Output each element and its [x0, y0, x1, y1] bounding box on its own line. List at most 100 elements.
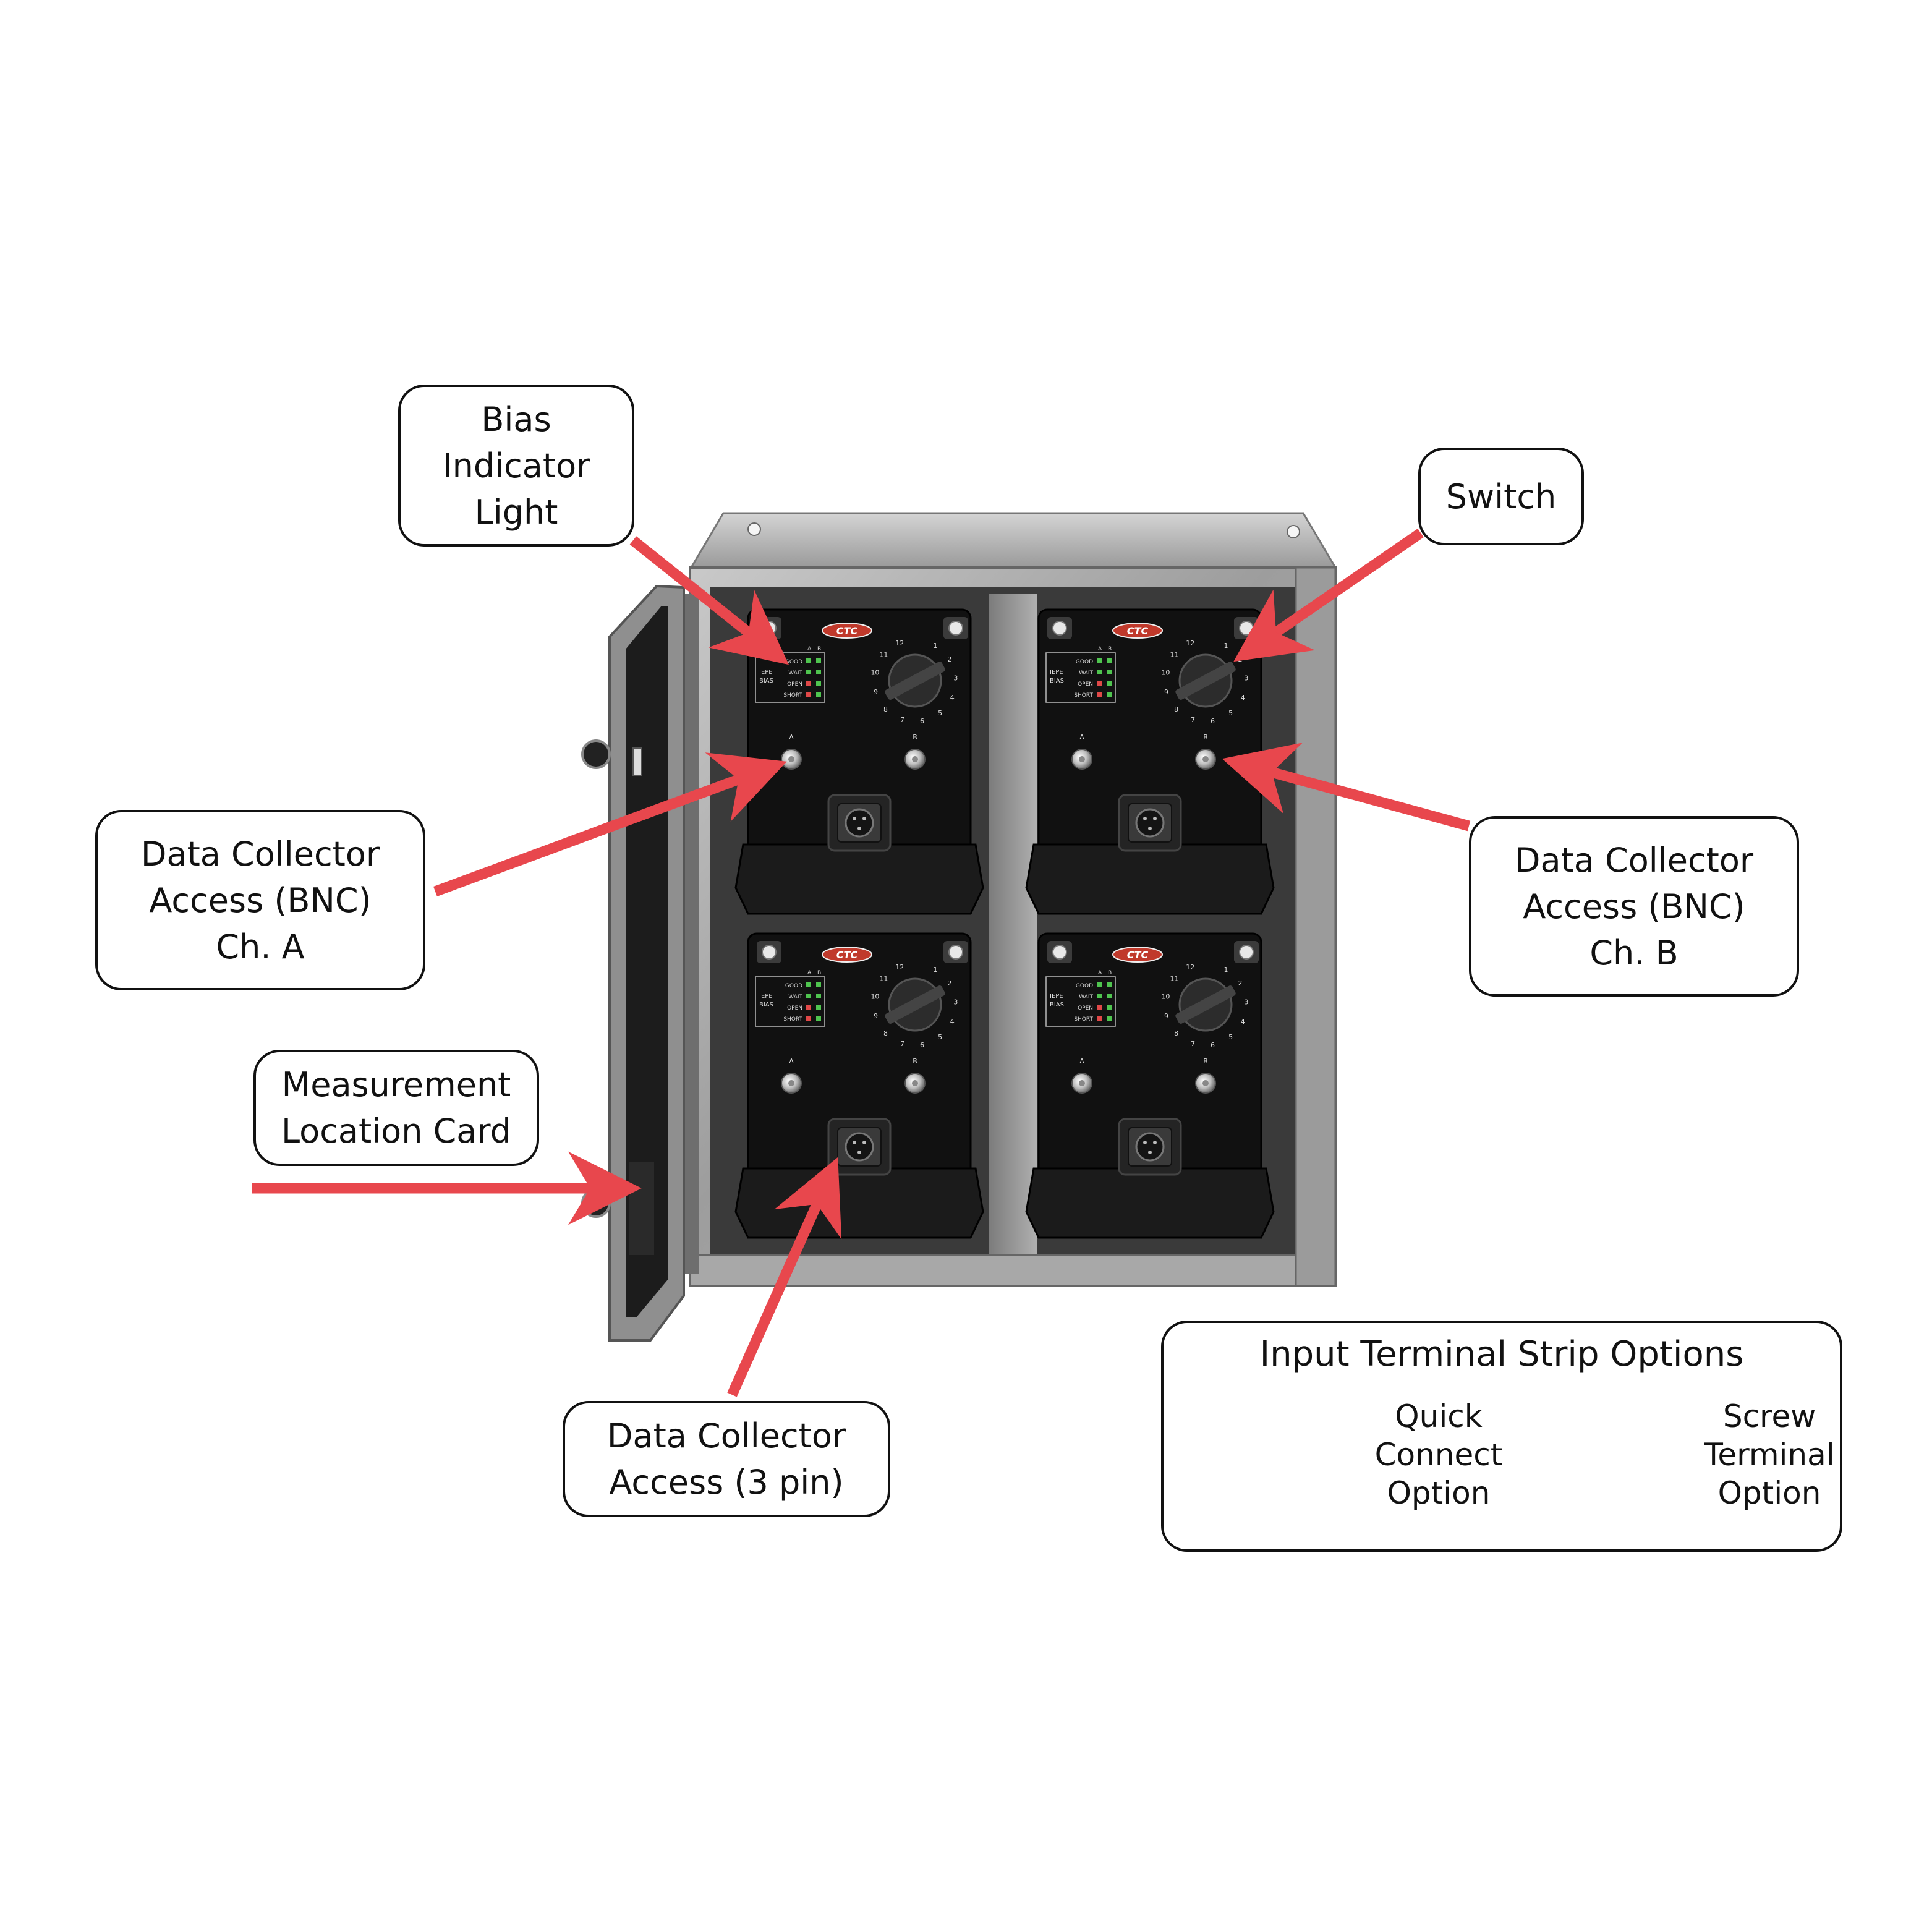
channel-header: B — [817, 646, 821, 652]
status-label: GOOD — [1076, 659, 1093, 665]
dial-number: 8 — [1174, 705, 1178, 713]
latch-handle-top — [632, 747, 642, 776]
dial-number: 11 — [879, 975, 888, 983]
mount-hole-right — [1287, 525, 1300, 538]
dial-number: 9 — [874, 1012, 878, 1020]
dial-number: 10 — [870, 992, 879, 1000]
callout-measurement-location-card: Measurement Location Card — [253, 1050, 539, 1166]
module-mount-bracket — [1025, 1167, 1275, 1239]
channel-header: A — [1098, 970, 1102, 976]
status-label: WAIT — [788, 670, 802, 676]
dial-number: 6 — [1211, 1041, 1215, 1049]
rotary-switch-pointer — [1175, 985, 1236, 1024]
brand-text: CTC — [1127, 949, 1149, 961]
enclosure-top-flange — [689, 512, 1337, 569]
bias-indicator-panel — [1045, 652, 1116, 703]
indicator-title: IEPE — [759, 993, 773, 1000]
three-pin-connector[interactable] — [1135, 808, 1165, 838]
bias-led-a — [1097, 1005, 1102, 1010]
dial-number: 5 — [1228, 1033, 1233, 1041]
bias-led-a — [806, 658, 811, 663]
door-window — [626, 606, 668, 1317]
connector-pin — [1153, 1141, 1157, 1144]
indicator-title: BIAS — [759, 678, 773, 684]
dial-number: 1 — [934, 966, 938, 974]
brand-text: CTC — [836, 949, 858, 961]
three-pin-connector[interactable] — [845, 808, 874, 838]
bias-led-b — [816, 670, 821, 674]
mount-screw — [1052, 621, 1067, 636]
bias-led-a — [1097, 982, 1102, 987]
dial-number: 7 — [1191, 1040, 1195, 1048]
dial-number: 11 — [1170, 975, 1178, 983]
three-pin-connector[interactable] — [845, 1132, 874, 1162]
status-label: OPEN — [1078, 1005, 1093, 1011]
bnc-pin — [912, 1080, 918, 1086]
status-label: SHORT — [1074, 692, 1093, 699]
rotary-switch-pointer — [885, 662, 945, 700]
connector-pin — [857, 1151, 861, 1154]
module-mount-bracket — [1025, 843, 1275, 915]
bias-led-a — [806, 670, 811, 674]
bias-indicator-panel — [1045, 976, 1116, 1027]
status-label: GOOD — [785, 983, 802, 989]
brand-logo — [1112, 947, 1163, 963]
dial-number: 1 — [1224, 642, 1228, 650]
bnc-pin — [1079, 756, 1085, 762]
bnc-label: A — [789, 1057, 794, 1065]
bias-led-a — [806, 1016, 811, 1021]
door-latch-top[interactable] — [581, 739, 611, 769]
rotary-switch-pointer — [885, 985, 945, 1024]
bias-led-a — [1097, 1016, 1102, 1021]
bnc-pin — [1079, 1080, 1085, 1086]
bias-led-b — [1107, 1016, 1112, 1021]
module-mount-bracket — [734, 1167, 984, 1239]
channel-header: A — [807, 646, 812, 652]
bias-indicator-panel — [755, 652, 825, 703]
bnc-label: B — [1203, 733, 1208, 741]
dial-number: 9 — [1164, 1012, 1168, 1020]
arrow-bias-indicator — [629, 536, 789, 665]
arrow-bnc-a — [433, 752, 787, 896]
indicator-title: IEPE — [759, 669, 773, 676]
dial-number: 6 — [1211, 717, 1215, 725]
dial-number: 4 — [950, 1018, 955, 1026]
indicator-title: BIAS — [759, 1002, 773, 1008]
callout-bias-indicator-light: Bias Indicator Light — [398, 385, 634, 547]
bias-led-b — [816, 681, 821, 686]
bnc-label: B — [1203, 1057, 1208, 1065]
bnc-pin — [1202, 756, 1209, 762]
dial-number: 4 — [950, 694, 955, 702]
connector-pin — [1148, 1151, 1152, 1154]
enclosure-door[interactable] — [581, 584, 699, 1342]
dial-number: 3 — [953, 674, 958, 682]
indicator-title: BIAS — [1050, 678, 1064, 684]
dial-number: 8 — [883, 1029, 888, 1037]
bnc-pin — [788, 1080, 794, 1086]
annotation-arrows — [252, 528, 1471, 1397]
enclosure-right-wall — [1295, 566, 1337, 1287]
bias-led-b — [1107, 982, 1112, 987]
channel-header: B — [1108, 970, 1112, 976]
bias-led-a — [1097, 692, 1102, 697]
bias-led-a — [1097, 670, 1102, 674]
dial-number: 2 — [1238, 655, 1242, 663]
bias-led-b — [1107, 692, 1112, 697]
terminal-strip-options-title: Input Terminal Strip Options — [1259, 1334, 1744, 1374]
connector-pin — [862, 817, 866, 820]
arrow-switch — [1233, 528, 1424, 662]
bnc-pin — [912, 756, 918, 762]
bias-led-a — [1097, 994, 1102, 998]
mount-screw — [1239, 945, 1254, 960]
bnc-label: A — [1079, 1057, 1084, 1065]
door-latch-bottom[interactable] — [581, 1188, 611, 1218]
measurement-location-card — [629, 1162, 654, 1255]
dial-number: 2 — [947, 979, 951, 987]
mount-screw — [948, 621, 963, 636]
dial-number: 7 — [900, 1040, 904, 1048]
terminal-strip-options-panel: Input Terminal Strip Options Quick Conne… — [1161, 1321, 1842, 1552]
three-pin-connector[interactable] — [1135, 1132, 1165, 1162]
bias-led-a — [806, 692, 811, 697]
